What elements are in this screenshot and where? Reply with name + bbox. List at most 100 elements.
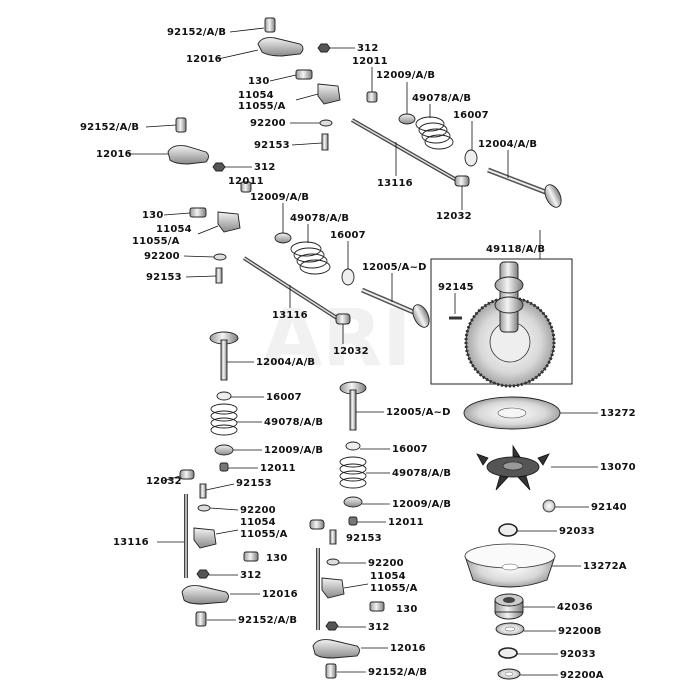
ring-part-2	[498, 647, 518, 659]
retainer-part-4	[343, 496, 363, 508]
tappet-part-3	[219, 462, 229, 472]
label-49078-4: 49078/A/B	[392, 468, 451, 479]
retainer-part	[398, 113, 416, 125]
label-12011-2: 12011	[228, 176, 264, 187]
label-13272: 13272	[600, 408, 636, 419]
valve-stem-part-3	[220, 339, 228, 381]
label-49078-3: 49078/A/B	[264, 417, 323, 428]
label-13272A: 13272A	[583, 561, 627, 572]
label-16007-4: 16007	[392, 444, 428, 455]
label-12009-2: 12009/A/B	[250, 192, 309, 203]
label-11054-2: 11054	[156, 224, 192, 235]
label-130-3: 130	[266, 553, 287, 564]
label-12009-4: 12009/A/B	[392, 499, 451, 510]
label-11055-3: 11055/A	[240, 529, 288, 540]
nut-part-4	[325, 621, 339, 631]
retainer-part-3	[214, 444, 234, 456]
stud-part-2	[215, 267, 223, 284]
valve-head-part	[544, 184, 562, 208]
seal-part-2	[341, 268, 355, 286]
bottom-center-valve-stack	[309, 381, 385, 679]
seal-part-3	[216, 391, 232, 401]
label-92152-1: 92152/A/B	[167, 27, 226, 38]
label-92200-1: 92200	[250, 118, 286, 129]
label-49078-2: 49078/A/B	[290, 213, 349, 224]
label-12032-2: 12032	[333, 346, 369, 357]
washer-part-3	[197, 504, 211, 512]
lifter-part	[454, 175, 470, 187]
label-92033-2: 92033	[560, 649, 596, 660]
label-13116-2: 13116	[272, 310, 308, 321]
label-130-1: 130	[248, 76, 269, 87]
lifter-part-4	[309, 519, 325, 530]
middle-left-valve-group	[167, 117, 430, 328]
middle-left-labels: 92152/A/B 12016 312 12011 12009/A/B 130 …	[80, 122, 427, 357]
label-16007-3: 16007	[266, 392, 302, 403]
nut-part	[317, 43, 331, 53]
pivot-part-3	[193, 527, 217, 549]
label-312-2: 312	[254, 162, 275, 173]
tappet-part-4	[348, 516, 358, 526]
upper-right-labels: 92152/A/B 12016 312 12011 130 12009/A/B …	[167, 27, 537, 222]
label-11054-1: 11054	[238, 90, 274, 101]
label-12016-3: 12016	[262, 589, 298, 600]
label-92200-3: 92200	[240, 505, 276, 516]
label-42036: 42036	[557, 602, 593, 613]
spring-part-4	[339, 456, 367, 489]
pivot-part-4	[321, 577, 345, 599]
spring-part-2	[290, 241, 331, 275]
bolt-part	[295, 69, 313, 80]
rocker-bolt-part-2	[175, 117, 187, 133]
stud-part-3	[199, 483, 207, 499]
label-92153-1: 92153	[254, 140, 290, 151]
label-11054-4: 11054	[370, 571, 406, 582]
valve-stem-part-4	[349, 389, 357, 431]
label-92200-4: 92200	[368, 558, 404, 569]
label-12009-1: 12009/A/B	[376, 70, 435, 81]
seal-part-4	[345, 441, 361, 451]
label-312-4: 312	[368, 622, 389, 633]
rocker-bolt-part-3	[195, 611, 207, 627]
label-130-4: 130	[396, 604, 417, 615]
rocker-arm-part-2	[167, 145, 209, 165]
label-130-2: 130	[142, 210, 163, 221]
label-92152-2: 92152/A/B	[80, 122, 139, 133]
label-13116-3: 13116	[113, 537, 149, 548]
label-12004-2: 12004/A/B	[256, 357, 315, 368]
stud-part-4	[329, 529, 337, 545]
upper-right-valve-group	[257, 17, 562, 208]
valve-head-part-2	[412, 304, 430, 328]
rocker-arm-part-4	[312, 639, 360, 659]
label-13070: 13070	[600, 462, 636, 473]
rocker-arm-part-3	[181, 585, 229, 605]
label-12016-4: 12016	[390, 643, 426, 654]
label-92153-3: 92153	[236, 478, 272, 489]
governor-labels: 13272 13070 92140 92033 13272A 42036 922…	[517, 408, 636, 681]
label-49118: 49118/A/B	[486, 244, 545, 255]
stud-part	[321, 133, 329, 151]
label-312-1: 312	[357, 43, 378, 54]
label-13116-1: 13116	[377, 178, 413, 189]
tappet-part-2	[240, 181, 252, 193]
label-11055-1: 11055/A	[238, 101, 286, 112]
spring-part	[415, 116, 454, 150]
governor-weight-part	[476, 444, 550, 491]
label-92200-2: 92200	[144, 251, 180, 262]
label-11055-4: 11055/A	[370, 583, 418, 594]
label-92152-3: 92152/A/B	[238, 615, 297, 626]
label-312-3: 312	[240, 570, 261, 581]
rocker-bolt-part	[264, 17, 276, 33]
label-12005-1: 12005/A~D	[362, 262, 427, 273]
retainer-part-2	[274, 232, 292, 244]
label-12004-1: 12004/A/B	[478, 139, 537, 150]
label-12032-1: 12032	[436, 211, 472, 222]
label-92153-4: 92153	[346, 533, 382, 544]
nut-part-3	[196, 569, 210, 579]
label-12011-4: 12011	[388, 517, 424, 528]
label-12011-3: 12011	[260, 463, 296, 474]
lifter-part-2	[335, 313, 351, 325]
governor-assembly	[463, 396, 561, 680]
tappet-part	[366, 91, 378, 103]
governor-holder-part	[494, 593, 524, 620]
